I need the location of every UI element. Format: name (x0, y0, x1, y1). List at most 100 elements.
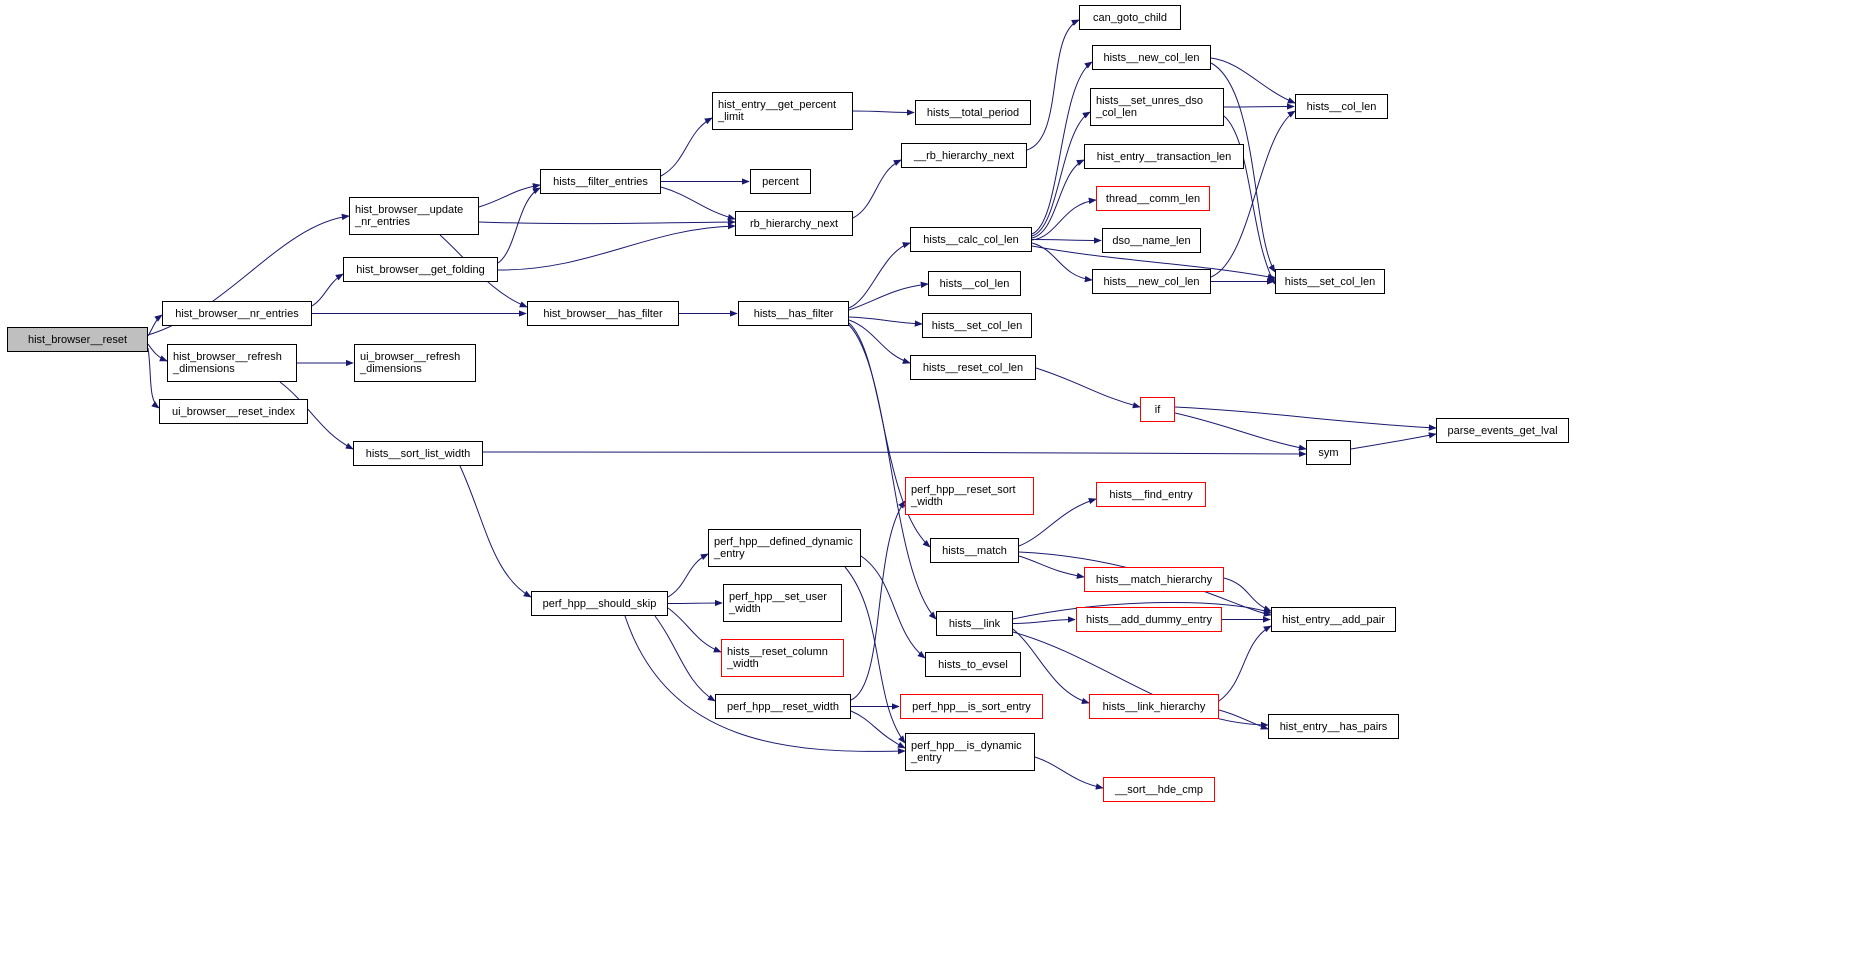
edge-hists__match_hierarchy-to-hist_entry__add_pair (1223, 577, 1272, 612)
edge-hists__has_filter-to-hists__set_col_len_mid (848, 316, 923, 327)
edge-hists__has_filter-to-hists__link (848, 324, 937, 620)
node-label-line: hists__set_col_len (931, 319, 1023, 332)
node-label-line: dso__name_len (1112, 234, 1191, 247)
node-label-line: ui_browser__refresh (360, 351, 461, 363)
node-label-line: percent (762, 175, 799, 188)
node-label-line: perf_hpp__is_sort_entry (912, 700, 1031, 713)
node-__sort__hde_cmp[interactable]: __sort__hde_cmp (1103, 777, 1215, 802)
node-hist_browser__nr_entries[interactable]: hist_browser__nr_entries (162, 301, 312, 326)
edge-hists__has_filter-to-hists__reset_col_len (848, 319, 911, 364)
node-dso__name_len[interactable]: dso__name_len (1102, 228, 1201, 253)
node-sym[interactable]: sym (1306, 440, 1351, 465)
edge-if-to-parse_events_get_lval (1174, 406, 1437, 431)
edge-perf_hpp__defined_dynamic_entry-to-hists_to_evsel (860, 555, 926, 659)
node-label-line: hist_entry__has_pairs (1279, 720, 1388, 733)
node-label-line: if (1154, 403, 1161, 416)
node-hists__new_col_len_2[interactable]: hists__new_col_len (1092, 269, 1211, 294)
node-hists__link[interactable]: hists__link (936, 611, 1013, 636)
node-label-line: _col_len (1096, 107, 1137, 119)
node-hist_browser__refresh_dimensions[interactable]: hist_browser__refresh_dimensions (167, 344, 297, 382)
edge-hists__calc_col_len-to-hists__new_col_len_top (1031, 61, 1093, 235)
node-hists__match[interactable]: hists__match (930, 538, 1019, 563)
node-label-line: hists__col_len (1306, 100, 1377, 113)
node-label-line: _limit (718, 111, 744, 123)
edge-hist_browser__get_folding-to-rb_hierarchy_next (497, 222, 736, 271)
node-hist_entry__add_pair[interactable]: hist_entry__add_pair (1271, 607, 1396, 632)
node-hist_entry__transaction_len[interactable]: hist_entry__transaction_len (1084, 144, 1244, 169)
node-ui_browser__refresh_dimensions[interactable]: ui_browser__refresh_dimensions (354, 344, 476, 382)
node-hists__total_period[interactable]: hists__total_period (915, 100, 1031, 125)
node-rb_hierarchy_next[interactable]: rb_hierarchy_next (735, 211, 853, 236)
edge-hists__calc_col_len-to-hists__new_col_len_2 (1031, 242, 1093, 283)
node-hists__calc_col_len[interactable]: hists__calc_col_len (910, 227, 1032, 252)
node-hists__reset_col_len[interactable]: hists__reset_col_len (910, 355, 1036, 380)
edge-hists__calc_col_len-to-hists__set_col_len_right (1031, 245, 1276, 280)
node-parse_events_get_lval[interactable]: parse_events_get_lval (1436, 418, 1569, 443)
node-perf_hpp__should_skip[interactable]: perf_hpp__should_skip (531, 591, 668, 616)
edge-hist_browser__get_folding-to-hists__filter_entries (497, 187, 541, 264)
node-hists__new_col_len_top[interactable]: hists__new_col_len (1092, 45, 1211, 70)
node-label-line: hists__col_len (939, 277, 1010, 290)
node-hist_browser__get_folding[interactable]: hist_browser__get_folding (343, 257, 498, 282)
node-label-line: hists__new_col_len (1103, 51, 1200, 64)
node-hist_browser__has_filter[interactable]: hist_browser__has_filter (527, 301, 679, 326)
node-ui_browser__reset_index[interactable]: ui_browser__reset_index (159, 399, 308, 424)
node-if[interactable]: if (1140, 397, 1175, 422)
edge-hists__filter_entries-to-rb_hierarchy_next (660, 186, 736, 221)
node-hists_to_evsel[interactable]: hists_to_evsel (925, 652, 1021, 677)
node-label-line: hists__reset_column (727, 646, 828, 658)
node-perf_hpp__is_dynamic_entry[interactable]: perf_hpp__is_dynamic_entry (905, 733, 1035, 771)
edge-perf_hpp__reset_width-to-perf_hpp__is_dynamic_entry (850, 710, 906, 749)
node-thread__comm_len[interactable]: thread__comm_len (1096, 186, 1210, 211)
edge-hists__set_unres_dso_col_len-to-hists__col_len_right (1223, 103, 1295, 110)
node-hists__match_hierarchy[interactable]: hists__match_hierarchy (1084, 567, 1224, 592)
node-label-line: hist_browser__refresh (173, 351, 282, 363)
edge-hist_entry__get_percent_limit-to-hists__total_period (852, 109, 915, 116)
node-perf_hpp__set_user_width[interactable]: perf_hpp__set_user_width (723, 584, 842, 622)
node-hists__set_col_len_mid[interactable]: hists__set_col_len (922, 313, 1032, 338)
edge-hist_browser__update_nr_entries-to-rb_hierarchy_next (478, 218, 736, 226)
node-label-line: hists__calc_col_len (923, 233, 1019, 246)
edge-perf_hpp__should_skip-to-perf_hpp__reset_width (654, 615, 716, 702)
node-percent[interactable]: percent (750, 169, 811, 194)
node-hists__has_filter[interactable]: hists__has_filter (738, 301, 849, 326)
node-hists__reset_column_width[interactable]: hists__reset_column_width (721, 639, 844, 677)
node-hist_browser__reset[interactable]: hist_browser__reset (7, 327, 148, 352)
node-hists__set_col_len_right[interactable]: hists__set_col_len (1275, 269, 1385, 294)
edge-perf_hpp__should_skip-to-hists__reset_column_width (667, 607, 722, 653)
node-__rb_hierarchy_next[interactable]: __rb_hierarchy_next (901, 143, 1027, 168)
edge-hists__calc_col_len-to-hist_entry__transaction_len (1031, 159, 1085, 239)
node-label-line: rb_hierarchy_next (749, 217, 839, 230)
node-hists__col_len_mid[interactable]: hists__col_len (928, 271, 1021, 296)
node-can_goto_child[interactable]: can_goto_child (1079, 5, 1181, 30)
node-hists__find_entry[interactable]: hists__find_entry (1096, 482, 1206, 507)
node-label-line: sym (1318, 446, 1339, 459)
node-perf_hpp__defined_dynamic_entry[interactable]: perf_hpp__defined_dynamic_entry (708, 529, 861, 567)
node-hists__col_len_right[interactable]: hists__col_len (1295, 94, 1388, 119)
node-hists__link_hierarchy[interactable]: hists__link_hierarchy (1089, 694, 1219, 719)
node-hists__sort_list_width[interactable]: hists__sort_list_width (353, 441, 483, 466)
node-perf_hpp__reset_sort_width[interactable]: perf_hpp__reset_sort_width (905, 477, 1034, 515)
node-perf_hpp__is_sort_entry[interactable]: perf_hpp__is_sort_entry (900, 694, 1043, 719)
node-hist_entry__get_percent_limit[interactable]: hist_entry__get_percent_limit (712, 92, 853, 130)
edge-perf_hpp__defined_dynamic_entry-to-perf_hpp__is_dynamic_entry (844, 566, 906, 744)
node-hists__add_dummy_entry[interactable]: hists__add_dummy_entry (1076, 607, 1222, 632)
node-hists__set_unres_dso_col_len[interactable]: hists__set_unres_dso_col_len (1090, 88, 1224, 126)
edge-hists__filter_entries-to-hist_entry__get_percent_limit (660, 117, 713, 177)
node-label-line: hist_entry__transaction_len (1096, 150, 1232, 163)
edge-hists__new_col_len_top-to-hists__set_col_len_right (1210, 62, 1276, 273)
edge-perf_hpp__should_skip-to-perf_hpp__is_dynamic_entry (624, 615, 906, 755)
node-hist_browser__update_nr_entries[interactable]: hist_browser__update_nr_entries (349, 197, 479, 235)
node-label-line: hists__match_hierarchy (1095, 573, 1213, 586)
node-label-line: __sort__hde_cmp (1114, 783, 1204, 796)
edge-hist_browser__reset-to-hist_browser__nr_entries (147, 314, 163, 337)
node-hists__filter_entries[interactable]: hists__filter_entries (540, 169, 661, 194)
edge-perf_hpp__should_skip-to-perf_hpp__set_user_width (667, 599, 723, 607)
node-label-line: hists__reset_col_len (922, 361, 1024, 374)
edge-hists__link-to-hist_entry__has_pairs (1012, 631, 1269, 729)
node-perf_hpp__reset_width[interactable]: perf_hpp__reset_width (715, 694, 851, 719)
node-hist_entry__has_pairs[interactable]: hist_entry__has_pairs (1268, 714, 1399, 739)
node-label-line: hists_to_evsel (938, 658, 1008, 671)
edge-hists__match-to-hists__match_hierarchy (1018, 555, 1085, 579)
node-label-line: hists__has_filter (753, 307, 834, 320)
